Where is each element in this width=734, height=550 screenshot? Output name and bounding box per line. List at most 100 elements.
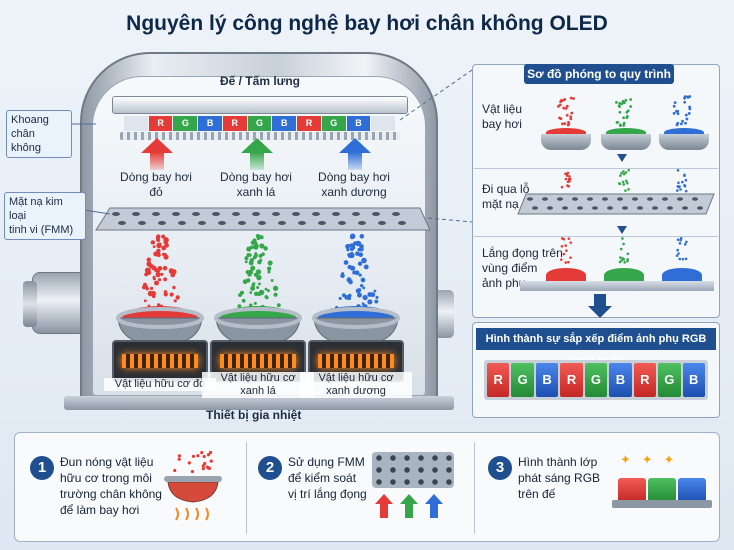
mini-particle: [688, 107, 692, 111]
steps-summary: [14, 432, 720, 542]
substrate-pixel: B: [272, 116, 298, 131]
vapor-particle: [168, 268, 174, 274]
vapor-particle: [175, 295, 180, 300]
step-number-2: 2: [258, 456, 282, 480]
vapor-particle: [157, 266, 163, 271]
mini-particle: [619, 247, 623, 251]
mini-particle: [622, 116, 626, 120]
vapor-particle: [172, 285, 176, 290]
vapor-particle: [152, 245, 156, 249]
mini-particle: [673, 101, 677, 105]
vapor-particle: [249, 291, 253, 294]
mask-hole: [178, 221, 186, 225]
mask-hole: [172, 212, 180, 216]
vapor-particle: [343, 260, 349, 265]
vapor-particle: [259, 235, 264, 240]
mask-hole: [218, 221, 226, 225]
mini-particle: [629, 105, 633, 108]
mini-particle: [569, 241, 573, 244]
substrate-pixel: B: [346, 116, 372, 131]
vapor-particle: [347, 264, 352, 270]
mini-particle: [563, 122, 567, 126]
vapor-particle: [173, 299, 177, 303]
vapor-particle: [154, 268, 159, 273]
vapor-particle: [164, 240, 169, 244]
heat-particle: [209, 459, 213, 463]
vapor-particle: [248, 269, 254, 275]
mini-particle: [626, 252, 630, 256]
substrate-pixel: R: [148, 116, 174, 131]
vapor-particle: [346, 248, 350, 252]
heat-particle: [177, 454, 182, 458]
mini-particle: [672, 104, 676, 108]
mini-particle: [620, 259, 623, 262]
substrate-pixel: B: [198, 116, 223, 131]
vapor-particle: [273, 292, 278, 297]
mini-particle: [564, 172, 567, 176]
red-flow-arrow: [141, 138, 173, 170]
vapor-particle: [259, 243, 265, 249]
substrate-pixel: G: [173, 116, 199, 131]
vapor-particle: [248, 303, 253, 308]
mini-particle: [621, 237, 624, 240]
blue-flow-label: Dòng bay hơi xanh dương: [318, 170, 390, 199]
red-crucible: [116, 306, 204, 347]
red-flow-label: Dòng bay hơi đỏ: [120, 170, 192, 199]
mini-particle: [569, 256, 572, 259]
mini-particle: [684, 257, 688, 261]
mini-particle: [615, 100, 618, 104]
mask-hole: [607, 206, 613, 210]
mini-particle: [678, 242, 682, 245]
mini-particle: [572, 97, 575, 100]
mini-particle: [685, 117, 689, 121]
vapor-particle: [264, 287, 268, 291]
mini-particle: [676, 169, 680, 172]
mini-particle: [624, 171, 628, 174]
process-divider: [474, 236, 718, 237]
vapor-particle: [157, 242, 162, 247]
mini-particle: [559, 117, 563, 121]
mask-hole: [682, 206, 688, 210]
process-divider: [474, 168, 718, 169]
mini-particle: [629, 98, 633, 101]
mask-hole: [278, 221, 286, 225]
mini-particle: [564, 107, 568, 110]
vapor-particle: [272, 285, 279, 291]
heat-particle: [191, 454, 196, 458]
vapor-particle: [169, 292, 174, 297]
material-label-red: Vật liệu hữu cơ đỏ: [104, 378, 216, 391]
vapor-particle: [360, 284, 364, 288]
mini-particle: [622, 121, 626, 125]
mask-hole: [292, 212, 300, 216]
rgb-subpixel: B: [535, 363, 559, 397]
mini-particle: [626, 259, 629, 263]
vapor-particle: [341, 272, 345, 276]
step-text-1: Đun nóng vật liệu hữu cơ trong môi trườn…: [60, 455, 162, 517]
result-header: Hình thành sự sắp xếp điểm ảnh phụ RGB n…: [476, 328, 716, 367]
substrate-pixel: G: [247, 116, 273, 131]
substrate-label: Đế / Tấm lưng: [219, 74, 301, 88]
mini-particle: [562, 237, 566, 241]
heat-particle: [203, 461, 207, 466]
vapor-particle: [149, 286, 154, 291]
mask-hole: [637, 206, 643, 210]
heat-particle: [187, 461, 191, 465]
vapor-particle: [252, 255, 257, 260]
mask-hole: [632, 197, 638, 201]
mini-particle: [622, 123, 626, 127]
vapor-particle: [362, 286, 366, 290]
mask-hole: [372, 212, 380, 216]
mini-particle: [564, 177, 568, 181]
vapor-particle: [358, 241, 362, 246]
mini-particle: [627, 188, 630, 191]
process-step-evaporate: Vật liệu bay hơi: [482, 102, 523, 131]
rgb-subpixel: G: [584, 363, 608, 397]
mask-hole: [338, 221, 346, 225]
mini-crucible-green: [601, 134, 651, 150]
mini-particle: [626, 181, 629, 185]
mini-particle: [560, 185, 564, 189]
mini-particle: [618, 101, 622, 105]
mask-hole: [572, 197, 578, 201]
mini-particle: [568, 175, 571, 178]
